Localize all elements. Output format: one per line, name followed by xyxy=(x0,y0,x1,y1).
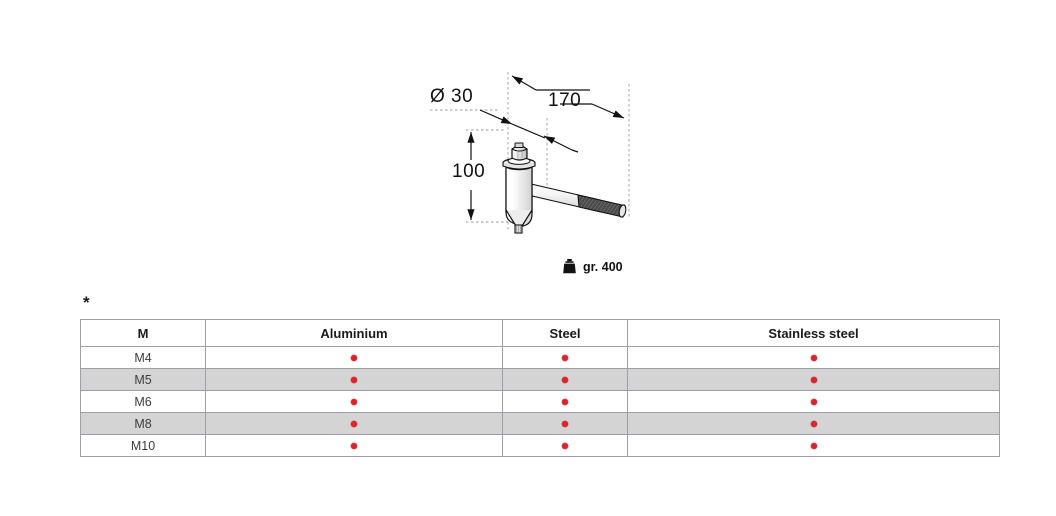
table-head: M Aluminium Steel Stainless steel xyxy=(80,319,1000,347)
cell-availability-stain xyxy=(627,434,1000,457)
table-row: M8 xyxy=(80,412,1000,435)
availability-dot xyxy=(810,420,817,427)
availability-dot xyxy=(351,398,357,405)
extension-lines xyxy=(430,72,630,232)
dimension-length-label: 170 xyxy=(548,90,581,111)
column-header-m: M xyxy=(80,319,206,347)
weight-text: gr. 400 xyxy=(583,259,623,274)
weight-icon xyxy=(563,259,576,274)
availability-dot xyxy=(562,398,568,405)
product-body xyxy=(502,142,627,234)
table-row: M5 xyxy=(80,368,1000,391)
hex-nut xyxy=(511,142,528,161)
cell-availability-alu xyxy=(205,412,503,435)
availability-dot xyxy=(351,354,357,361)
cell-availability-steel xyxy=(502,346,628,369)
cell-thread-size: M4 xyxy=(80,346,206,369)
table-row: M4 xyxy=(80,346,1000,369)
table-row: M6 xyxy=(80,390,1000,413)
handle-rod xyxy=(513,179,627,218)
cell-availability-stain xyxy=(627,390,1000,413)
cell-thread-size: M10 xyxy=(80,434,206,457)
availability-dot xyxy=(810,376,817,383)
weight-label: gr. 400 xyxy=(563,259,623,274)
column-header-steel: Steel xyxy=(502,319,628,347)
cell-availability-steel xyxy=(502,368,628,391)
availability-dot xyxy=(810,442,817,449)
technical-drawing-svg: Ø 30 170 100 xyxy=(430,72,630,234)
table-row: M10 xyxy=(80,434,1000,457)
cell-thread-size: M5 xyxy=(80,368,206,391)
cell-thread-size: M6 xyxy=(80,390,206,413)
availability-dot xyxy=(810,354,817,361)
availability-dot xyxy=(351,442,357,449)
product-drawing: Ø 30 170 100 gr. 400 xyxy=(430,72,630,274)
cell-availability-alu xyxy=(205,346,503,369)
availability-dot xyxy=(351,420,357,427)
availability-dot xyxy=(351,376,357,383)
availability-dot xyxy=(562,354,568,361)
cell-availability-steel xyxy=(502,412,628,435)
cylinder-body xyxy=(505,161,533,234)
cell-availability-steel xyxy=(502,390,628,413)
cell-availability-alu xyxy=(205,434,503,457)
cell-availability-alu xyxy=(205,368,503,391)
availability-dot xyxy=(810,398,817,405)
dimension-diameter-leader xyxy=(479,109,579,153)
cell-availability-alu xyxy=(205,390,503,413)
availability-dot xyxy=(562,376,568,383)
cell-availability-stain xyxy=(627,346,1000,369)
column-header-aluminium: Aluminium xyxy=(205,319,503,347)
dimension-170 xyxy=(511,75,625,119)
footnote-asterisk: * xyxy=(83,293,90,312)
cell-availability-stain xyxy=(627,412,1000,435)
cell-availability-steel xyxy=(502,434,628,457)
column-header-stainless-steel: Stainless steel xyxy=(627,319,1000,347)
dimension-diameter-label: Ø 30 xyxy=(430,86,473,107)
availability-dot xyxy=(562,442,568,449)
cell-availability-stain xyxy=(627,368,1000,391)
cell-thread-size: M8 xyxy=(80,412,206,435)
availability-dot xyxy=(562,420,568,427)
dimension-height-label: 100 xyxy=(452,161,485,182)
table-header-row: M Aluminium Steel Stainless steel xyxy=(80,319,1000,347)
